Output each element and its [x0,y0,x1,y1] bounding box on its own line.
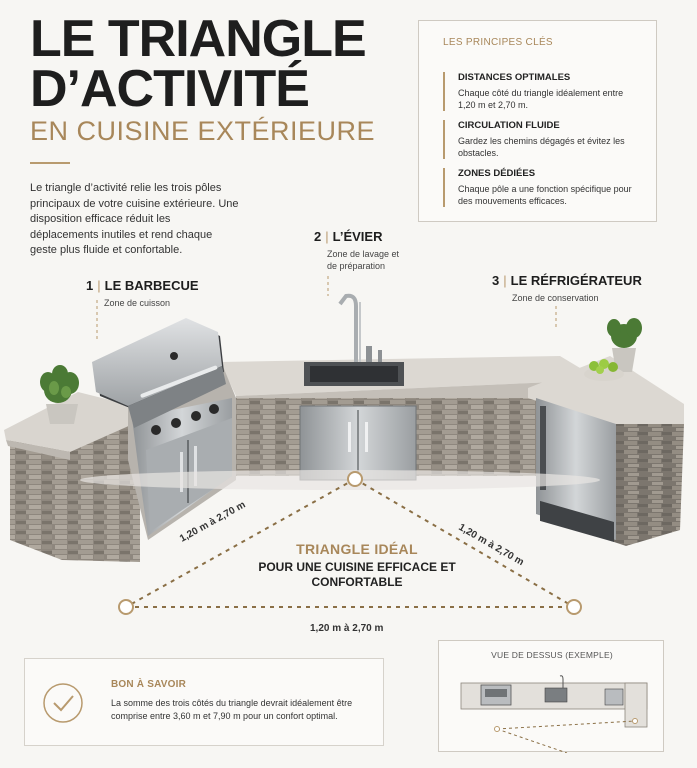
page-title-line-1: LE TRIANGLE [30,10,367,68]
intro-paragraph: Le triangle d’activité relie les trois p… [30,182,239,256]
principle-item: DISTANCES OPTIMALES Chaque côté du trian… [443,72,643,111]
zone-title-sink: 2|L’ÉVIER [314,229,383,244]
herb-plant-left [40,365,79,424]
principle-text: Chaque pôle a une fonction spécifique po… [458,184,632,206]
top-view-box: VUE DE DESSUS (EXEMPLE) [438,640,664,753]
grill [92,318,236,540]
tip-title: BON À SAVOIR [111,679,186,690]
zone-title-fridge: 3|LE RÉFRIGÉRATEUR [492,273,642,288]
principle-text: Chaque côté du triangle idéalement entre… [458,88,624,110]
principle-item: CIRCULATION FLUIDE Gardez les chemins dé… [443,120,643,159]
principle-item: ZONES DÉDIÉES Chaque pôle a une fonction… [443,168,643,207]
triangle-title: TRIANGLE IDÉAL [296,541,418,557]
zone-title-grill: 1|LE BARBECUE [86,278,199,293]
principle-heading: DISTANCES OPTIMALES [458,72,571,83]
page-subtitle: EN CUISINE EXTÉRIEURE [30,116,376,146]
check-circle-icon [43,683,83,723]
principle-text: Gardez les chemins dégagés et évitez les… [458,136,625,158]
sink [304,293,404,386]
distance-bottom: 1,20 m à 2,70 m [310,623,384,634]
top-view-plan [460,675,648,753]
triangle-node-sink [347,471,363,487]
title-divider [30,162,70,164]
activity-triangle [118,471,582,615]
principles-box: LES PRINCIPES CLÉS DISTANCES OPTIMALES C… [418,20,657,222]
right-counter [528,356,684,546]
plan-sink [544,687,568,703]
floor-shadow [80,470,600,490]
triangle-subtitle: POUR UNE CUISINE EFFICACE ET CONFORTABLE [258,560,456,589]
page-title-line-2: D’ACTIVITÉ [30,60,310,118]
plan-fridge [604,688,624,706]
herb-plant-right [607,318,642,372]
principle-heading: ZONES DÉDIÉES [458,168,536,179]
principles-title: LES PRINCIPES CLÉS [443,37,553,48]
tip-text: La somme des trois côtés du triangle dev… [111,698,353,721]
triangle-node-fridge [566,599,582,615]
lemon-bowl [584,359,624,381]
top-view-title: VUE DE DESSUS (EXEMPLE) [491,650,613,660]
principle-heading: CIRCULATION FLUIDE [458,120,560,131]
triangle-node-grill [118,599,134,615]
sink-cabinet [299,405,417,481]
zone-subtitle-fridge: Zone de conservation [512,293,599,303]
zone-subtitle-sink: Zone de lavage et de préparation [327,249,400,271]
zone-subtitle-grill: Zone de cuisson [104,298,171,308]
tip-box: BON À SAVOIR La somme des trois côtés du… [24,658,384,746]
